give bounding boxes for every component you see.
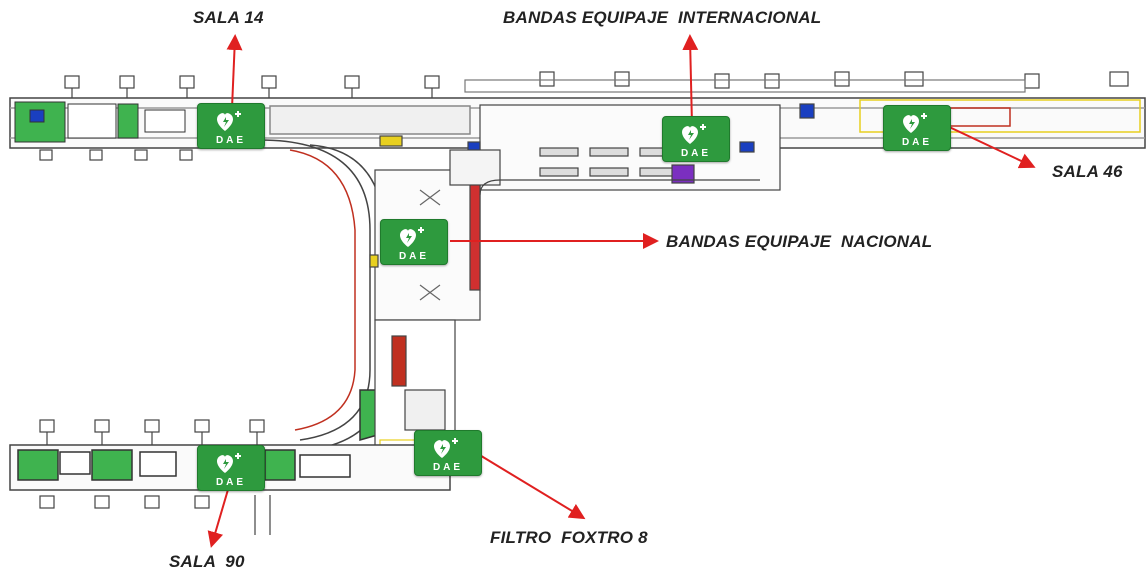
label-filtro-foxtro: FILTRO FOXTRO 8 xyxy=(490,528,648,547)
dae-label: DAE xyxy=(215,477,247,488)
arrow-sala-46 xyxy=(944,124,1036,169)
label-bandas-nacional: BANDAS EQUIPAJE NACIONAL xyxy=(666,232,933,251)
upper-left-rooms xyxy=(14,101,186,143)
dae-sign-bandas-nacional: DAE xyxy=(380,219,448,265)
dae-label: DAE xyxy=(680,148,712,159)
dae-label: DAE xyxy=(901,137,933,148)
label-sala-90: SALA 90 xyxy=(169,552,245,571)
dae-label: DAE xyxy=(398,251,430,262)
dae-sign-filtro-foxtro: DAE xyxy=(414,430,482,476)
dae-sign-sala-14: DAE xyxy=(197,103,265,149)
heart-defibrillator-icon xyxy=(903,113,927,133)
label-sala-14: SALA 14 xyxy=(193,8,264,27)
arrows xyxy=(207,34,1036,548)
arrow-bandas-internacional xyxy=(682,34,699,126)
dae-sign-sala-90: DAE xyxy=(197,445,265,491)
heart-defibrillator-icon xyxy=(217,453,241,473)
dae-label: DAE xyxy=(432,462,464,473)
upper-gates xyxy=(64,71,1129,98)
heart-defibrillator-icon xyxy=(682,124,706,144)
international-baggage-hall xyxy=(379,103,815,191)
lower-gates xyxy=(39,419,271,535)
label-sala-46: SALA 46 xyxy=(1052,162,1123,181)
arrow-sala-14 xyxy=(226,34,243,109)
arrow-filtro-foxtro xyxy=(477,453,586,520)
label-bandas-internacional: BANDAS EQUIPAJE INTERNACIONAL xyxy=(503,8,822,27)
heart-defibrillator-icon xyxy=(400,227,424,247)
heart-defibrillator-icon xyxy=(434,438,458,458)
heart-defibrillator-icon xyxy=(217,111,241,131)
dae-sign-bandas-internacional: DAE xyxy=(662,116,730,162)
dae-label: DAE xyxy=(215,135,247,146)
upper-lower-gates xyxy=(39,149,193,161)
dae-sign-sala-46: DAE xyxy=(883,105,951,151)
